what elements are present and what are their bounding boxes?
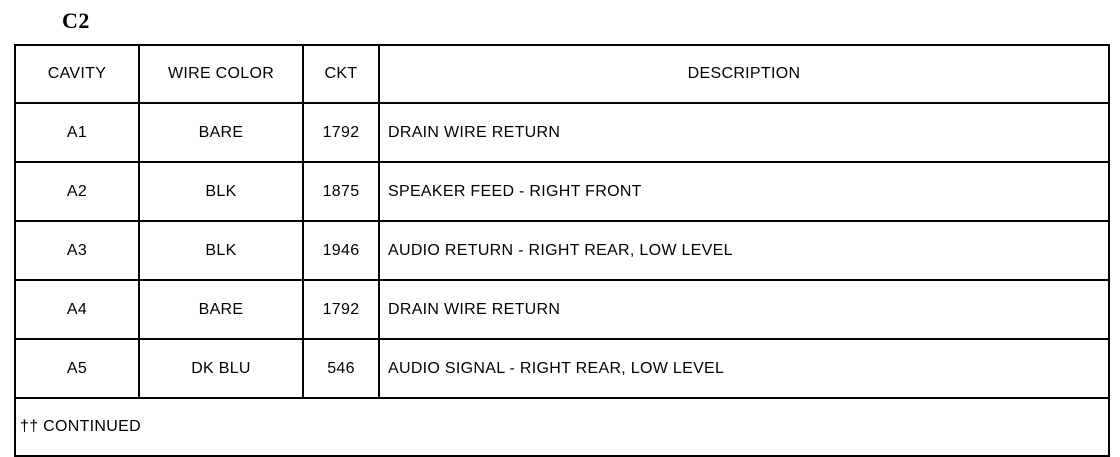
ckt-cell: 1792 — [302, 279, 380, 340]
connector-title: C2 — [62, 8, 90, 33]
wire-color-cell: BLK — [138, 161, 304, 222]
description-cell: DRAIN WIRE RETURN — [378, 102, 1110, 163]
header-description: DESCRIPTION — [378, 44, 1110, 104]
table-row: A4 BARE 1792 DRAIN WIRE RETURN — [14, 279, 1110, 340]
cavity-cell: A5 — [14, 338, 140, 399]
table-row: A1 BARE 1792 DRAIN WIRE RETURN — [14, 102, 1110, 163]
header-cavity: CAVITY — [14, 44, 140, 104]
description-cell: DRAIN WIRE RETURN — [378, 279, 1110, 340]
ckt-cell: 1946 — [302, 220, 380, 281]
wire-color-cell: BARE — [138, 102, 304, 163]
table-row: A5 DK BLU 546 AUDIO SIGNAL - RIGHT REAR,… — [14, 338, 1110, 399]
wire-color-cell: BLK — [138, 220, 304, 281]
ckt-cell: 1875 — [302, 161, 380, 222]
ckt-cell: 546 — [302, 338, 380, 399]
ckt-cell: 1792 — [302, 102, 380, 163]
header-row: CAVITY WIRE COLOR CKT DESCRIPTION — [14, 44, 1110, 104]
wire-color-cell: DK BLU — [138, 338, 304, 399]
cavity-cell: A3 — [14, 220, 140, 281]
cavity-cell: A4 — [14, 279, 140, 340]
wire-color-cell: BARE — [138, 279, 304, 340]
table-row: A3 BLK 1946 AUDIO RETURN - RIGHT REAR, L… — [14, 220, 1110, 281]
footer-row: †† CONTINUED — [14, 397, 1110, 457]
cavity-cell: A2 — [14, 161, 140, 222]
cavity-cell: A1 — [14, 102, 140, 163]
header-ckt: CKT — [302, 44, 380, 104]
pinout-table: CAVITY WIRE COLOR CKT DESCRIPTION A1 BAR… — [14, 44, 1110, 457]
continued-note: †† CONTINUED — [14, 397, 1110, 457]
description-cell: SPEAKER FEED - RIGHT FRONT — [378, 161, 1110, 222]
header-wire-color: WIRE COLOR — [138, 44, 304, 104]
description-cell: AUDIO SIGNAL - RIGHT REAR, LOW LEVEL — [378, 338, 1110, 399]
description-cell: AUDIO RETURN - RIGHT REAR, LOW LEVEL — [378, 220, 1110, 281]
table-row: A2 BLK 1875 SPEAKER FEED - RIGHT FRONT — [14, 161, 1110, 222]
